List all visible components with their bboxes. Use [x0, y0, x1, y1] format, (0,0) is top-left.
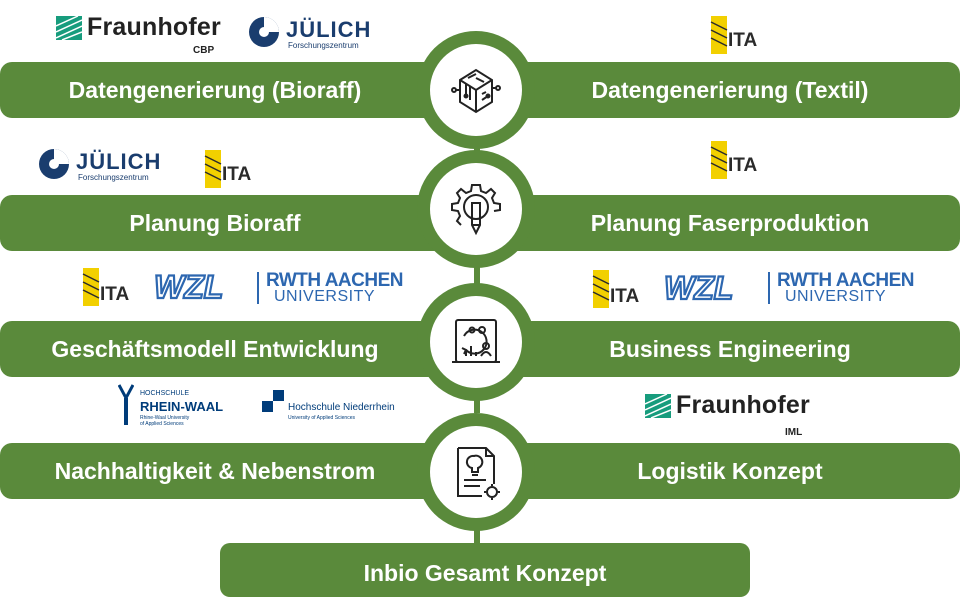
fraunhofer-iml: IML	[785, 427, 803, 438]
fraunhofer-mark-icon	[645, 394, 671, 418]
ita-mark-icon	[710, 16, 728, 54]
logo-divider	[257, 272, 259, 304]
rwth-name: RWTH AACHEN	[266, 270, 404, 291]
ita-logo-row3-right: ITA	[590, 270, 650, 310]
juelich-name: JÜLICH	[286, 17, 372, 42]
wzl-logo-row3-left: WZL	[150, 268, 250, 306]
step-1-circle	[417, 31, 535, 149]
rhein-waal-sub2: of Applied Sciences	[140, 421, 184, 427]
juelich-logo-top: JÜLICH Forschungszentrum	[248, 16, 378, 56]
connector-4	[474, 525, 480, 545]
row-3-left-label: Geschäftsmodell Entwicklung	[51, 336, 379, 362]
rhein-waal-top: HOCHSCHULE	[140, 390, 190, 397]
rwth-university: UNIVERSITY	[274, 288, 376, 305]
ita-text: ITA	[728, 30, 758, 51]
ita-mark-icon	[82, 268, 100, 306]
svg-text:WZL: WZL	[154, 270, 223, 304]
wzl-logo-icon: WZL	[663, 269, 734, 307]
fraunhofer-iml-logo: Fraunhofer IML	[645, 391, 815, 439]
step-3-circle	[417, 283, 535, 401]
connector-2	[474, 258, 480, 293]
logo-divider	[768, 272, 770, 304]
final-concept-box: Inbio Gesamt Konzept	[220, 543, 750, 597]
svg-text:WZL: WZL	[664, 271, 733, 305]
rhein-waal-sub1: Rhine-Waal University	[140, 415, 190, 421]
ita-logo-row1: ITA	[708, 16, 768, 56]
ita-mark-icon	[592, 270, 610, 308]
juelich-sub: Forschungszentrum	[78, 173, 149, 182]
ita-text: ITA	[610, 286, 640, 307]
rwth-logo-row3-left: RWTH AACHEN UNIVERSITY	[266, 270, 404, 306]
rwth-logo-row3-right: RWTH AACHEN UNIVERSITY	[777, 270, 915, 306]
row-2-right-label: Planung Faserproduktion	[590, 210, 870, 236]
gear-pencil-icon	[451, 184, 501, 236]
juelich-mark-icon	[39, 149, 69, 179]
ita-mark-icon	[710, 141, 728, 179]
row-1-right-label: Datengenerierung (Textil)	[591, 77, 869, 103]
document-bulb-icon	[457, 447, 500, 500]
niederrhein-logo: Hochschule Niederrhein University of App…	[262, 390, 395, 424]
niederrhein-mark-icon	[262, 390, 284, 412]
business-chart-icon	[452, 319, 500, 363]
rwth-university: UNIVERSITY	[785, 288, 887, 305]
juelich-mark-icon	[249, 17, 279, 47]
step-4-circle	[417, 413, 535, 531]
step-2-circle	[417, 150, 535, 268]
ita-text: ITA	[728, 155, 758, 176]
ita-mark-icon	[204, 150, 222, 188]
juelich-logo-row2: JÜLICH Forschungszentrum	[38, 148, 168, 188]
wzl-logo-row3-right: WZL	[660, 269, 760, 307]
fraunhofer-mark-icon	[56, 16, 82, 40]
ita-logo-row3-left: ITA	[80, 268, 140, 308]
row-4-right-label: Logistik Konzept	[637, 458, 823, 484]
rwth-name: RWTH AACHEN	[777, 270, 915, 291]
fraunhofer-cbp: CBP	[193, 45, 215, 56]
fraunhofer-name: Fraunhofer	[676, 391, 810, 419]
rhein-waal-logo: HOCHSCHULE RHEIN-WAAL Rhine-Waal Univers…	[118, 384, 228, 432]
ita-text: ITA	[100, 284, 130, 305]
juelich-name: JÜLICH	[76, 149, 162, 174]
niederrhein-name: Hochschule Niederrhein	[288, 402, 395, 413]
rhein-waal-mark-icon	[118, 384, 134, 425]
wzl-logo-icon: WZL	[153, 268, 224, 306]
fraunhofer-name: Fraunhofer	[87, 13, 221, 41]
row-2-left-label: Planung Bioraff	[129, 210, 301, 236]
niederrhein-sub: University of Applied Sciences	[288, 415, 355, 421]
fraunhofer-cbp-logo: Fraunhofer CBP	[56, 13, 226, 61]
row-3-right-label: Business Engineering	[609, 336, 851, 362]
ita-text: ITA	[222, 164, 252, 185]
juelich-sub: Forschungszentrum	[288, 41, 359, 50]
rhein-waal-name: RHEIN-WAAL	[140, 399, 224, 414]
ita-logo-row2-left: ITA	[202, 150, 262, 190]
ita-logo-row2-right: ITA	[708, 141, 768, 181]
row-4-left-label: Nachhaltigkeit & Nebenstrom	[54, 458, 376, 484]
row-1-left-label: Datengenerierung (Bioraff)	[68, 77, 362, 103]
circuit-box-icon	[451, 68, 501, 114]
